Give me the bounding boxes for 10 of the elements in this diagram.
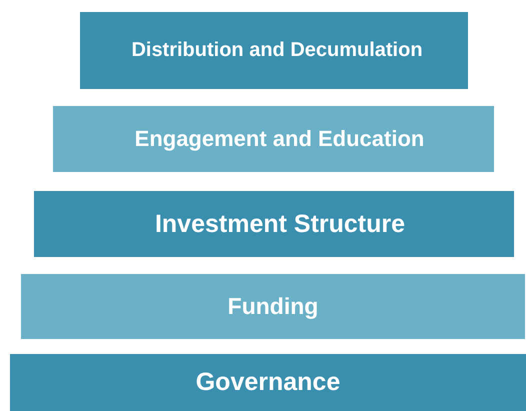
pyramid-layer [34,191,514,257]
pyramid-layer [10,354,526,411]
layer-label: Governance [196,368,340,397]
layer-label: Distribution and Decumulation [131,39,423,62]
pyramid-layer [53,106,494,172]
layer-label: Investment Structure [154,210,406,238]
layer-label: Engagement and Education [134,126,424,152]
layer-label: Funding [228,293,318,320]
pyramid-layer [21,274,525,339]
pyramid-layer [80,12,468,89]
